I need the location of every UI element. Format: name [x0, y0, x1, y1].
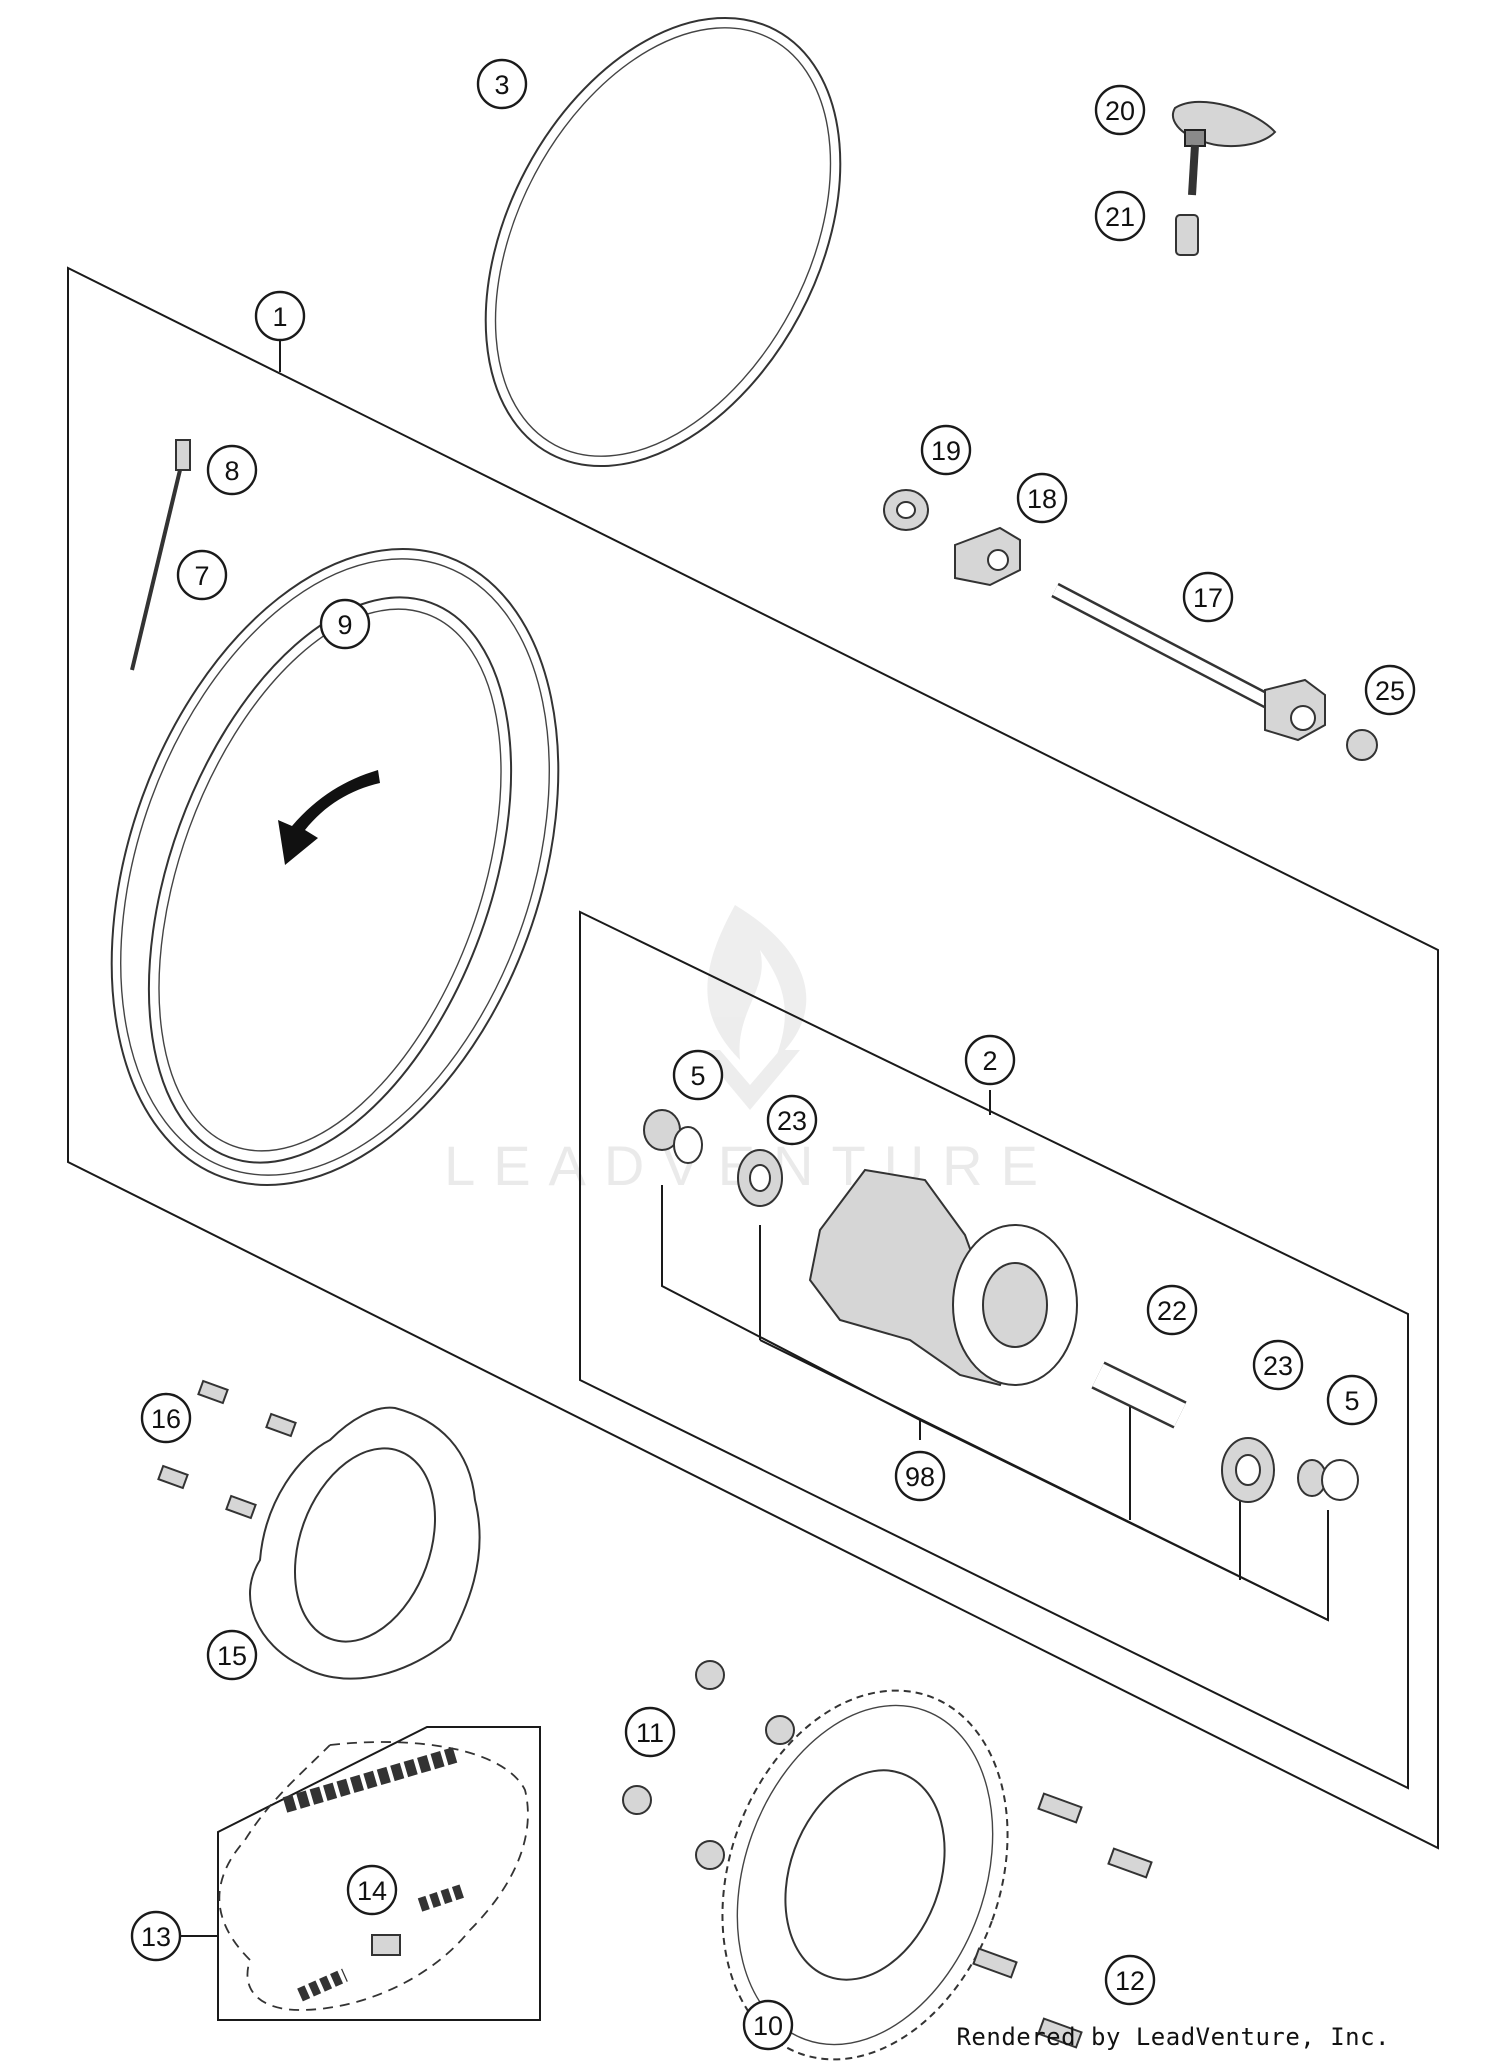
- callout-7: 7: [176, 549, 228, 601]
- svg-text:16: 16: [151, 1404, 181, 1434]
- hub-assembly-box: [579, 910, 1409, 1790]
- callout-10: 10: [742, 1999, 794, 2051]
- svg-text:21: 21: [1105, 202, 1135, 232]
- callout-5-right: 5: [1326, 1374, 1378, 1426]
- hub-parts: [643, 1109, 1359, 1503]
- svg-text:19: 19: [931, 436, 961, 466]
- callout-11: 11: [624, 1706, 676, 1758]
- callout-23-right: 23: [1252, 1339, 1304, 1391]
- valve-cap-part: [1172, 100, 1277, 256]
- rotation-arrow-icon: [278, 770, 380, 865]
- flame-logo-icon: [707, 905, 807, 1060]
- callout-14: 14: [346, 1864, 398, 1916]
- callout-2: 2: [964, 1034, 1016, 1086]
- svg-text:17: 17: [1193, 583, 1223, 613]
- svg-text:20: 20: [1105, 96, 1135, 126]
- callout-22: 22: [1146, 1284, 1198, 1336]
- svg-text:25: 25: [1375, 676, 1405, 706]
- chain-kit-box: [217, 1726, 541, 2021]
- sprocket-part: [721, 1689, 1009, 2061]
- svg-text:15: 15: [217, 1641, 247, 1671]
- svg-text:14: 14: [357, 1876, 387, 1906]
- svg-text:12: 12: [1115, 1966, 1145, 1996]
- callout-5-left: 5: [672, 1049, 724, 1101]
- callout-12: 12: [1104, 1954, 1156, 2006]
- svg-text:98: 98: [905, 1462, 935, 1492]
- svg-text:7: 7: [194, 561, 209, 591]
- svg-text:22: 22: [1157, 1296, 1187, 1326]
- wheel-assembly-box: [67, 266, 1439, 1850]
- nut-parts: [622, 1660, 795, 1870]
- svg-text:8: 8: [224, 456, 239, 486]
- callout-18: 18: [1016, 472, 1068, 524]
- svg-text:5: 5: [690, 1061, 705, 1091]
- svg-text:23: 23: [1263, 1351, 1293, 1381]
- rim-part: [110, 548, 560, 1186]
- callout-98: 98: [894, 1450, 946, 1502]
- axle-parts: [883, 489, 1378, 761]
- callout-16: 16: [140, 1392, 192, 1444]
- svg-text:1: 1: [272, 302, 287, 332]
- callout-15: 15: [206, 1629, 258, 1681]
- svg-text:18: 18: [1027, 484, 1057, 514]
- sprocket-bolt-parts: [972, 1792, 1153, 2049]
- spoke-part: [130, 439, 191, 671]
- svg-text:13: 13: [141, 1922, 171, 1952]
- svg-text:9: 9: [337, 610, 352, 640]
- callout-19: 19: [920, 424, 972, 476]
- callout-21: 21: [1094, 190, 1146, 242]
- v-logo-icon: [700, 1050, 800, 1110]
- callout-8: 8: [206, 444, 258, 496]
- callout-20: 20: [1094, 84, 1146, 136]
- render-credit: Rendered by LeadVenture, Inc.: [956, 2023, 1390, 2051]
- svg-text:3: 3: [494, 70, 509, 100]
- callout-13: 13: [130, 1910, 182, 1962]
- tube-part: [484, 16, 842, 468]
- chain-parts: [218, 1741, 529, 2011]
- brake-disc-parts: [157, 1379, 481, 1680]
- callout-3: 3: [476, 58, 528, 110]
- callout-9: 9: [319, 598, 371, 650]
- bracket-base: [759, 1339, 1329, 1621]
- svg-text:10: 10: [753, 2011, 783, 2041]
- callout-25: 25: [1364, 664, 1416, 716]
- svg-text:11: 11: [636, 1718, 664, 1748]
- bracket-5-left: [661, 1185, 921, 1421]
- svg-text:23: 23: [777, 1106, 807, 1136]
- callout-23-left: 23: [766, 1094, 818, 1146]
- callout-17: 17: [1182, 571, 1234, 623]
- svg-text:2: 2: [982, 1046, 997, 1076]
- callout-1: 1: [254, 290, 306, 342]
- svg-text:5: 5: [1344, 1386, 1359, 1416]
